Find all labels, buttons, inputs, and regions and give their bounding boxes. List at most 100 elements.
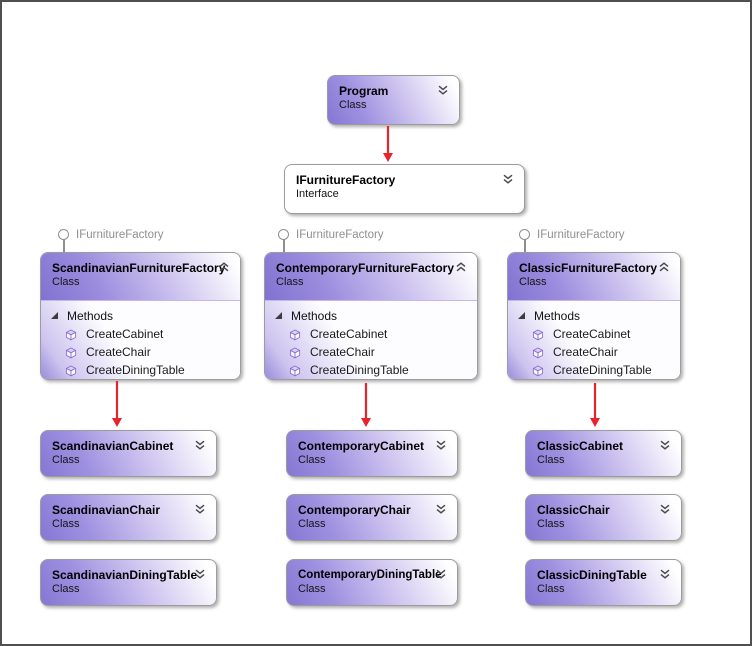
expand-chevron-icon[interactable] (435, 569, 447, 580)
lollipop-contemporary: IFurnitureFactory (278, 228, 384, 241)
method-cube-icon (289, 347, 301, 358)
node-kind: Class (537, 454, 565, 466)
node-product-classiccabinet[interactable]: ClassicCabinet Class (525, 430, 682, 477)
expand-chevron-icon[interactable] (435, 440, 447, 451)
node-factory-classic[interactable]: ClassicFurnitureFactory Class Methods Cr… (507, 252, 681, 380)
expander-icon (275, 312, 282, 319)
method-item[interactable]: CreateChair (265, 344, 477, 362)
method-cube-icon (532, 347, 544, 358)
methods-section-header[interactable]: Methods (41, 306, 240, 326)
method-item[interactable]: CreateCabinet (508, 326, 680, 344)
method-cube-icon (65, 329, 77, 340)
method-item[interactable]: CreateDiningTable (508, 362, 680, 379)
node-kind: Class (298, 583, 326, 595)
node-kind: Class (298, 454, 326, 466)
lollipop-label: IFurnitureFactory (296, 228, 384, 241)
method-item[interactable]: CreateDiningTable (265, 362, 477, 379)
method-name: CreateChair (310, 345, 375, 359)
factory-header: ContemporaryFurnitureFactory Class (265, 253, 477, 301)
node-kind: Class (276, 276, 304, 288)
method-name: CreateDiningTable (86, 363, 185, 377)
node-title: IFurnitureFactory (296, 173, 396, 187)
arrow-classicfactory-to-cabinet[interactable] (590, 383, 600, 427)
method-item[interactable]: CreateDiningTable (41, 362, 240, 379)
node-product-contemporarychair[interactable]: ContemporaryChair Class (286, 494, 458, 541)
expand-chevron-icon[interactable] (194, 569, 206, 580)
method-item[interactable]: CreateChair (508, 344, 680, 362)
node-product-classicdiningtable[interactable]: ClassicDiningTable Class (525, 559, 682, 606)
method-name: CreateCabinet (86, 327, 164, 341)
expand-chevron-icon[interactable] (659, 440, 671, 451)
methods-section-label: Methods (291, 309, 338, 323)
expand-chevron-icon[interactable] (194, 504, 206, 515)
factory-header: ClassicFurnitureFactory Class (508, 253, 680, 301)
method-name: CreateDiningTable (553, 363, 652, 377)
method-item[interactable]: CreateCabinet (265, 326, 477, 344)
node-title: ScandinavianCabinet (52, 439, 174, 453)
method-item[interactable]: CreateChair (41, 344, 240, 362)
collapse-chevron-icon[interactable] (455, 262, 467, 273)
lollipop-circle-icon[interactable] (519, 229, 530, 240)
node-program[interactable]: Program Class (327, 75, 460, 125)
method-name: CreateChair (553, 345, 618, 359)
expand-chevron-icon[interactable] (437, 85, 449, 96)
collapse-chevron-icon[interactable] (658, 262, 670, 273)
node-product-scandinaviancabinet[interactable]: ScandinavianCabinet Class (40, 430, 217, 477)
node-kind: Class (298, 518, 326, 530)
node-product-scandinaviandiningtable[interactable]: ScandinavianDiningTable Class (40, 559, 217, 606)
node-title: ContemporaryDiningTable (298, 569, 442, 581)
expand-chevron-icon[interactable] (194, 440, 206, 451)
factory-header: ScandinavianFurnitureFactory Class (41, 253, 240, 301)
node-product-contemporarydiningtable[interactable]: ContemporaryDiningTable Class (286, 559, 458, 606)
node-product-contemporarycabinet[interactable]: ContemporaryCabinet Class (286, 430, 458, 477)
node-factory-contemporary[interactable]: ContemporaryFurnitureFactory Class Metho… (264, 252, 478, 380)
method-cube-icon (289, 329, 301, 340)
methods-section-label: Methods (67, 309, 114, 323)
lollipop-scandinavian: IFurnitureFactory (58, 228, 164, 241)
arrow-contemporaryfactory-to-cabinet[interactable] (361, 383, 371, 427)
expand-chevron-icon[interactable] (502, 174, 514, 185)
node-kind: Class (519, 276, 547, 288)
node-kind: Class (52, 518, 80, 530)
node-title: Program (339, 84, 389, 98)
factory-body: Methods CreateCabinet CreateChair Create… (41, 301, 240, 379)
node-product-classicchair[interactable]: ClassicChair Class (525, 494, 682, 541)
factory-body: Methods CreateCabinet CreateChair Create… (508, 301, 680, 379)
collapse-chevron-icon[interactable] (218, 262, 230, 273)
method-cube-icon (289, 365, 301, 376)
node-factory-scandinavian[interactable]: ScandinavianFurnitureFactory Class Metho… (40, 252, 241, 380)
lollipop-circle-icon[interactable] (58, 229, 69, 240)
method-name: CreateDiningTable (310, 363, 409, 377)
method-cube-icon (532, 329, 544, 340)
lollipop-stem (283, 239, 285, 252)
factory-body: Methods CreateCabinet CreateChair Create… (265, 301, 477, 379)
node-ifurniturefactory[interactable]: IFurnitureFactory Interface (284, 164, 525, 214)
method-cube-icon (65, 365, 77, 376)
expand-chevron-icon[interactable] (435, 504, 447, 515)
method-item[interactable]: CreateCabinet (41, 326, 240, 344)
method-cube-icon (65, 347, 77, 358)
arrow-program-to-interface[interactable] (383, 126, 393, 162)
node-kind: Class (339, 99, 367, 111)
node-title: ContemporaryFurnitureFactory (276, 261, 455, 275)
methods-section-header[interactable]: Methods (265, 306, 477, 326)
expand-chevron-icon[interactable] (659, 569, 671, 580)
methods-section-header[interactable]: Methods (508, 306, 680, 326)
node-title: ClassicDiningTable (537, 568, 647, 582)
node-product-scandinavianchair[interactable]: ScandinavianChair Class (40, 494, 217, 541)
node-title: ScandinavianFurnitureFactory (52, 261, 226, 275)
method-name: CreateCabinet (553, 327, 631, 341)
lollipop-circle-icon[interactable] (278, 229, 289, 240)
node-kind: Class (537, 518, 565, 530)
node-title: ContemporaryChair (298, 503, 411, 517)
node-kind: Class (52, 454, 80, 466)
lollipop-stem (63, 239, 65, 252)
method-name: CreateChair (86, 345, 151, 359)
node-kind: Class (52, 583, 80, 595)
node-title: ClassicChair (537, 503, 610, 517)
lollipop-label: IFurnitureFactory (537, 228, 625, 241)
lollipop-stem (524, 239, 526, 252)
expand-chevron-icon[interactable] (659, 504, 671, 515)
arrow-scandinavianfactory-to-cabinet[interactable] (112, 381, 122, 427)
